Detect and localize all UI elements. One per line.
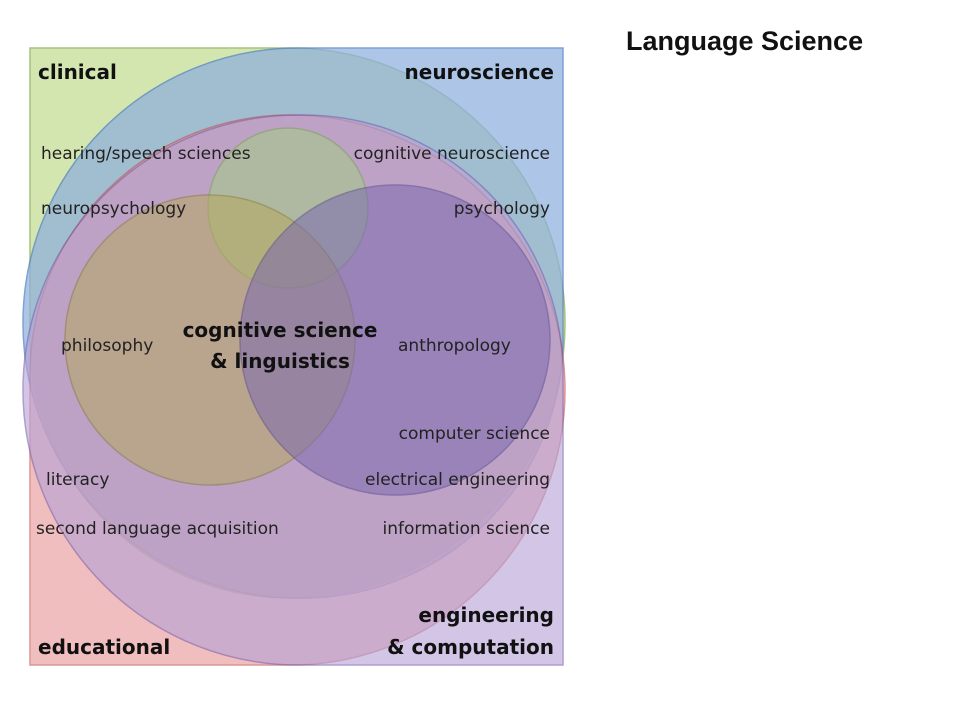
clinical-heading: clinical <box>38 60 117 84</box>
educational-item: second language acquisition <box>36 519 279 539</box>
center-left-label: philosophy <box>61 336 154 356</box>
center-right-label: anthropology <box>398 336 511 356</box>
engineering-heading-line-2: & computation <box>387 635 554 659</box>
bottom-right-circle <box>239 184 551 496</box>
diagram-title: Language Science <box>626 26 864 56</box>
educational-item: literacy <box>46 470 110 490</box>
engineering-item: computer science <box>398 424 550 444</box>
educational-heading: educational <box>38 635 171 659</box>
engineering-heading-line-1: engineering <box>418 603 554 627</box>
neuroscience-item: cognitive neuroscience <box>353 144 550 164</box>
clinical-item: neuropsychology <box>41 199 187 219</box>
engineering-item: information science <box>382 519 551 539</box>
center-line-1: cognitive science <box>182 318 378 342</box>
neuroscience-heading: neuroscience <box>404 60 554 84</box>
neuroscience-item: psychology <box>453 199 550 219</box>
clinical-item: hearing/speech sciences <box>41 144 251 164</box>
engineering-item: electrical engineering <box>365 470 550 490</box>
center-line-2: & linguistics <box>210 349 350 373</box>
